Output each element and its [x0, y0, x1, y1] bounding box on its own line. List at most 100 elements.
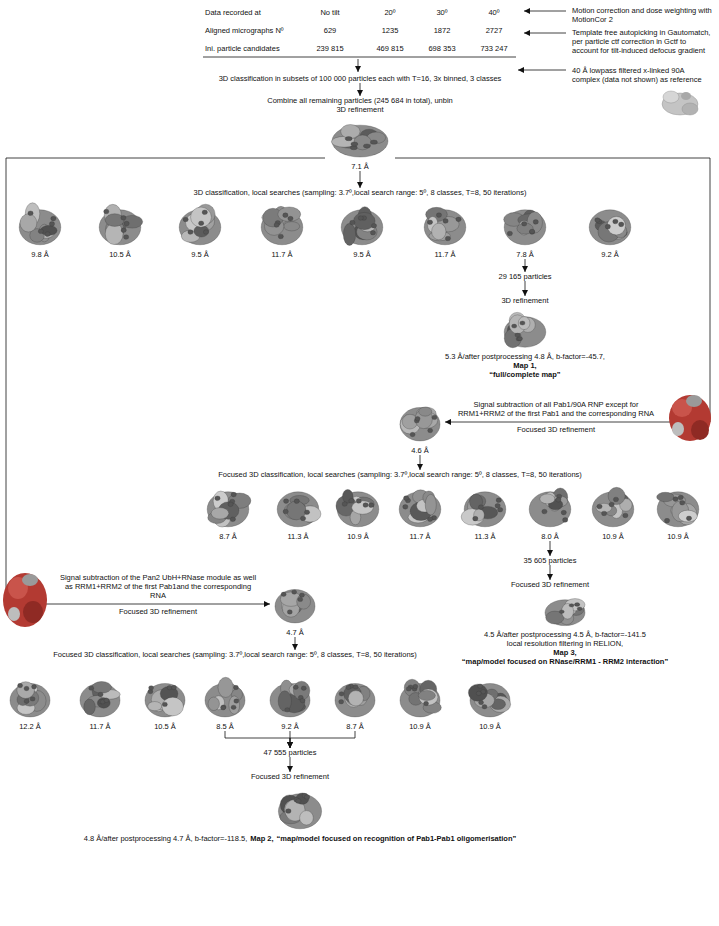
map-lobe — [231, 492, 236, 497]
process-step: 47 555 particles — [240, 748, 340, 757]
map-lobe — [284, 222, 300, 231]
map-lobe — [183, 217, 188, 222]
map-lobe — [97, 698, 110, 709]
map-lobe — [597, 504, 602, 509]
density-map-node: 8.5 Å — [200, 676, 250, 731]
map-lobe — [218, 677, 233, 697]
map-lobe — [234, 699, 239, 703]
flow-connector — [290, 731, 355, 748]
map-lobe — [51, 216, 56, 221]
map-caption: “map/model focused on RNase/RRM1 - RRM2 … — [450, 657, 680, 666]
table-cell: Data recorded at — [205, 8, 261, 17]
map-lobe — [203, 230, 208, 235]
map-lobe — [300, 811, 314, 825]
density-map — [200, 676, 250, 720]
map-lobe — [22, 574, 38, 586]
step-text: 47 555 particles — [240, 748, 340, 757]
table-cell: 698 353 — [412, 44, 472, 53]
map-lobe — [428, 428, 433, 432]
map-caption: 9.2 Å — [265, 722, 315, 731]
map-lobe — [191, 207, 212, 227]
process-step: Focused 3D classification, local searche… — [15, 650, 455, 659]
table-cell: 629 — [300, 26, 360, 35]
map-caption: 7.1 Å — [325, 162, 395, 171]
map-lobe — [515, 333, 520, 337]
map-lobe — [512, 324, 517, 328]
map-lobe — [293, 681, 310, 700]
map-lobe — [533, 220, 538, 225]
map-lobe — [145, 683, 185, 716]
map-lobe — [556, 497, 561, 502]
map-lobe — [294, 499, 299, 504]
density-map-node: 10.5 Å — [94, 202, 146, 259]
density-map — [540, 594, 590, 628]
map-caption: 10.5 Å — [140, 722, 190, 731]
map-caption: 9.5 Å — [336, 250, 388, 259]
map-lobe — [233, 685, 238, 689]
density-map — [330, 676, 380, 720]
map-caption: 10.5 Å — [94, 250, 146, 259]
density-map — [332, 484, 384, 530]
map-lobe — [23, 601, 43, 623]
map-lobe — [681, 92, 691, 100]
map-lobe — [400, 407, 440, 440]
density-map-node: 10.9 Å — [465, 676, 515, 731]
map-lobe — [478, 505, 483, 510]
map-lobe — [605, 224, 610, 229]
map-lobe — [17, 682, 35, 699]
map-caption: 10.9 Å — [332, 532, 384, 541]
map-lobe — [346, 685, 351, 689]
table-cell: 20º — [360, 8, 420, 17]
density-map-node: 5.3 Å/after postprocessing 4.8 Å, b-fact… — [410, 310, 640, 379]
step-text: 3D classification in subsets of 100 000 … — [170, 74, 550, 83]
map-lobe — [369, 503, 374, 508]
process-step: Combine all remaining particles (245 684… — [210, 96, 510, 114]
map-lobe — [608, 487, 625, 504]
map-lobe — [476, 691, 481, 695]
map-lobe — [221, 705, 226, 709]
map-lobe — [32, 685, 37, 689]
annotation-arrow — [524, 11, 566, 12]
map-lobe — [19, 210, 61, 245]
map-lobe — [30, 697, 35, 701]
map-lobe — [595, 218, 600, 223]
flow-arrow — [358, 59, 359, 72]
table-rule — [203, 57, 516, 58]
map-lobe — [425, 494, 436, 515]
map-caption: 9.2 Å — [584, 250, 636, 259]
step-text: Focused 3D refinement — [230, 772, 350, 781]
map-lobe — [292, 590, 297, 594]
map-lobe — [404, 496, 409, 501]
map-lobe — [428, 517, 433, 522]
map-lobe — [370, 230, 375, 235]
flow-connector — [295, 637, 296, 650]
map-lobe — [406, 687, 411, 691]
map-lobe — [229, 696, 240, 714]
step-note: Focused 3D refinement — [486, 425, 626, 434]
map-lobe — [602, 511, 607, 516]
density-map — [524, 484, 576, 530]
map-lobe — [24, 686, 29, 690]
map-lobe — [686, 516, 691, 521]
density-map-node: 9.8 Å — [14, 202, 66, 259]
map-lobe — [208, 697, 219, 710]
map-lobe — [563, 518, 568, 523]
density-map-node: 7.1 Å — [325, 118, 395, 171]
map-lobe — [529, 229, 534, 234]
density-map-node: 4.5 Å/after postprocessing 4.5 Å, b-fact… — [450, 594, 680, 666]
table-cell: 30º — [412, 8, 472, 17]
density-map-node: 4.8 Å/after postprocessing 4.7 Å, b-fact… — [10, 786, 590, 843]
map-lobe — [105, 214, 124, 227]
map-lobe — [332, 125, 388, 157]
map-lobe — [432, 223, 446, 240]
map-lobe — [542, 509, 547, 514]
map-lobe — [520, 321, 525, 325]
process-step: 29 165 particles — [475, 272, 575, 281]
map-caption: 9.8 Å — [14, 250, 66, 259]
density-map-node: 11.7 Å — [75, 676, 125, 731]
map-lobe — [680, 500, 685, 505]
map-lobe — [530, 230, 535, 235]
step-text: 3D classification, local searches (sampl… — [125, 188, 595, 197]
map-lobe — [171, 685, 176, 689]
map-lobe — [678, 510, 697, 522]
